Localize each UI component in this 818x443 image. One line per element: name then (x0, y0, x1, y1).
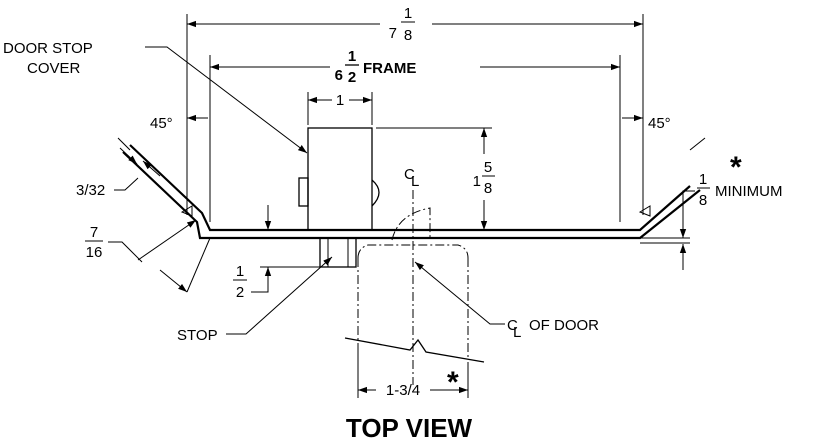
seven-den: 16 (86, 244, 103, 261)
overall-den: 8 (404, 27, 412, 44)
thickness-value: 3/32 (76, 182, 105, 199)
stop-depth-dimension: 1 2 (233, 205, 320, 301)
minimum-den: 8 (699, 192, 707, 209)
cl-of-door-text: OF DOOR (529, 317, 599, 334)
centerline-l: L (411, 173, 419, 190)
minimum-dimension: * 1 8 MINIMUM (679, 151, 783, 270)
overall-num: 1 (404, 5, 412, 22)
cl-of-door-c: C (507, 317, 518, 334)
door-phantom (344, 207, 485, 363)
overall-whole: 7 (389, 25, 397, 42)
overall-width-dimension: 7 1 8 (186, 5, 644, 215)
angle-left-value: 45° (150, 115, 173, 132)
minimum-num: 1 (699, 171, 707, 188)
stop-label: STOP (177, 327, 218, 344)
frame-num: 1 (348, 48, 356, 65)
door-thickness-dimension: 1-3/4 * (357, 350, 469, 399)
centerline-c: C (404, 166, 415, 183)
frame-dimension: 6 1 2 FRAME (209, 48, 621, 222)
frame-whole: 6 (335, 67, 343, 84)
centerline-mark: C L (404, 166, 419, 190)
cover-height-dimension: 1 5 8 (376, 127, 495, 230)
angle-left: 45° (117, 114, 208, 151)
asterisk-right: * (730, 151, 742, 184)
door-stop-cover-line1: DOOR STOP (3, 40, 93, 57)
angle-right: 45° (622, 114, 706, 151)
door-stop-cover-line2: COVER (27, 60, 81, 77)
frame-word: FRAME (363, 60, 416, 77)
minimum-word: MINIMUM (715, 183, 783, 200)
cl-of-door-l: L (513, 324, 521, 341)
height-den: 8 (484, 180, 492, 197)
frame-profile (122, 144, 701, 244)
half-num: 1 (236, 263, 244, 280)
thickness-dimension: 3/32 (76, 147, 161, 199)
door-stop-cover-callout: DOOR STOP COVER (3, 40, 308, 154)
cover-width-value: 1 (336, 92, 344, 109)
height-whole: 1 (473, 173, 481, 190)
half-den: 2 (236, 284, 244, 301)
door-stop-cover (298, 127, 380, 231)
height-num: 5 (484, 159, 492, 176)
asterisk-bottom: * (447, 366, 459, 399)
frame-den: 2 (348, 69, 356, 86)
cl-of-door-callout: C L OF DOOR (414, 261, 599, 341)
door-thickness-value: 1-3/4 (386, 382, 420, 399)
angle-right-value: 45° (648, 115, 671, 132)
cover-width-dimension: 1 (307, 92, 373, 125)
seven-num: 7 (90, 224, 98, 241)
return-dimension: 7 16 (85, 219, 211, 293)
stop-callout: STOP (177, 256, 333, 344)
view-title: TOP VIEW (346, 413, 473, 443)
